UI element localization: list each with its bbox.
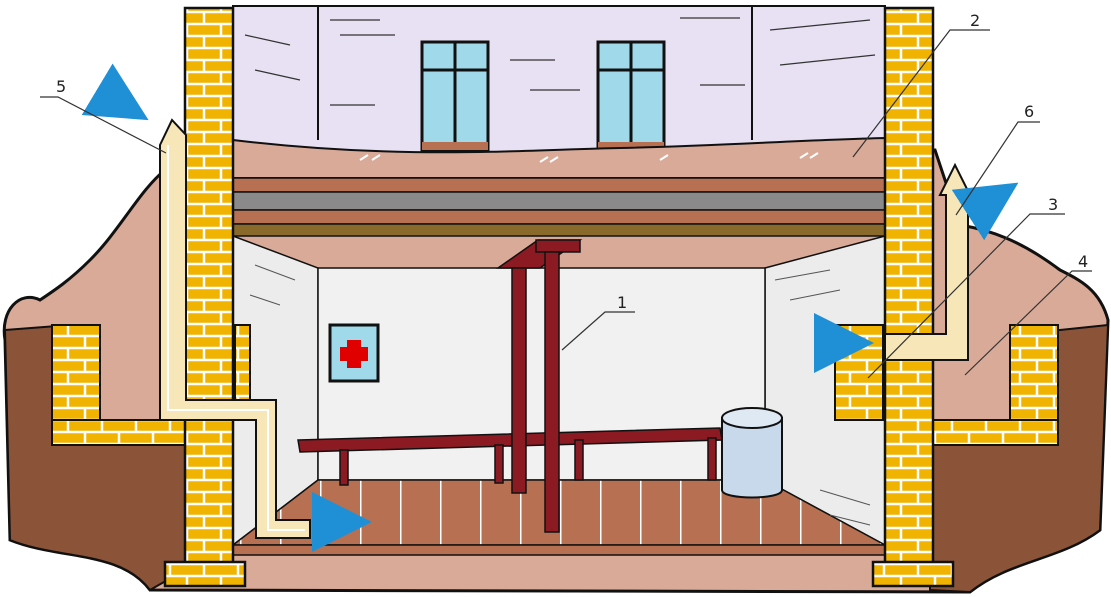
ceiling-concrete-slab: [233, 192, 885, 210]
left-brick-wall: [185, 8, 233, 568]
right-wall-footing: [930, 420, 1058, 445]
ceiling-brick-layer: [233, 178, 885, 192]
callout-6: 6: [1024, 102, 1034, 121]
callout-4: 4: [1078, 252, 1088, 271]
callout-5: 5: [56, 77, 66, 96]
callout-3: 3: [1048, 195, 1058, 214]
callout-1: 1: [617, 293, 627, 312]
water-tank-icon: [722, 408, 782, 498]
right-wall-base: [873, 562, 953, 586]
window-left: [422, 42, 488, 150]
left-wall-footing: [52, 420, 187, 445]
right-brick-wall: [885, 8, 933, 568]
ceiling-brick-layer-2: [233, 210, 885, 224]
first-aid-icon: [330, 325, 378, 381]
callout-2: 2: [970, 11, 980, 30]
left-wall-base: [165, 562, 245, 586]
window-right: [598, 42, 664, 150]
